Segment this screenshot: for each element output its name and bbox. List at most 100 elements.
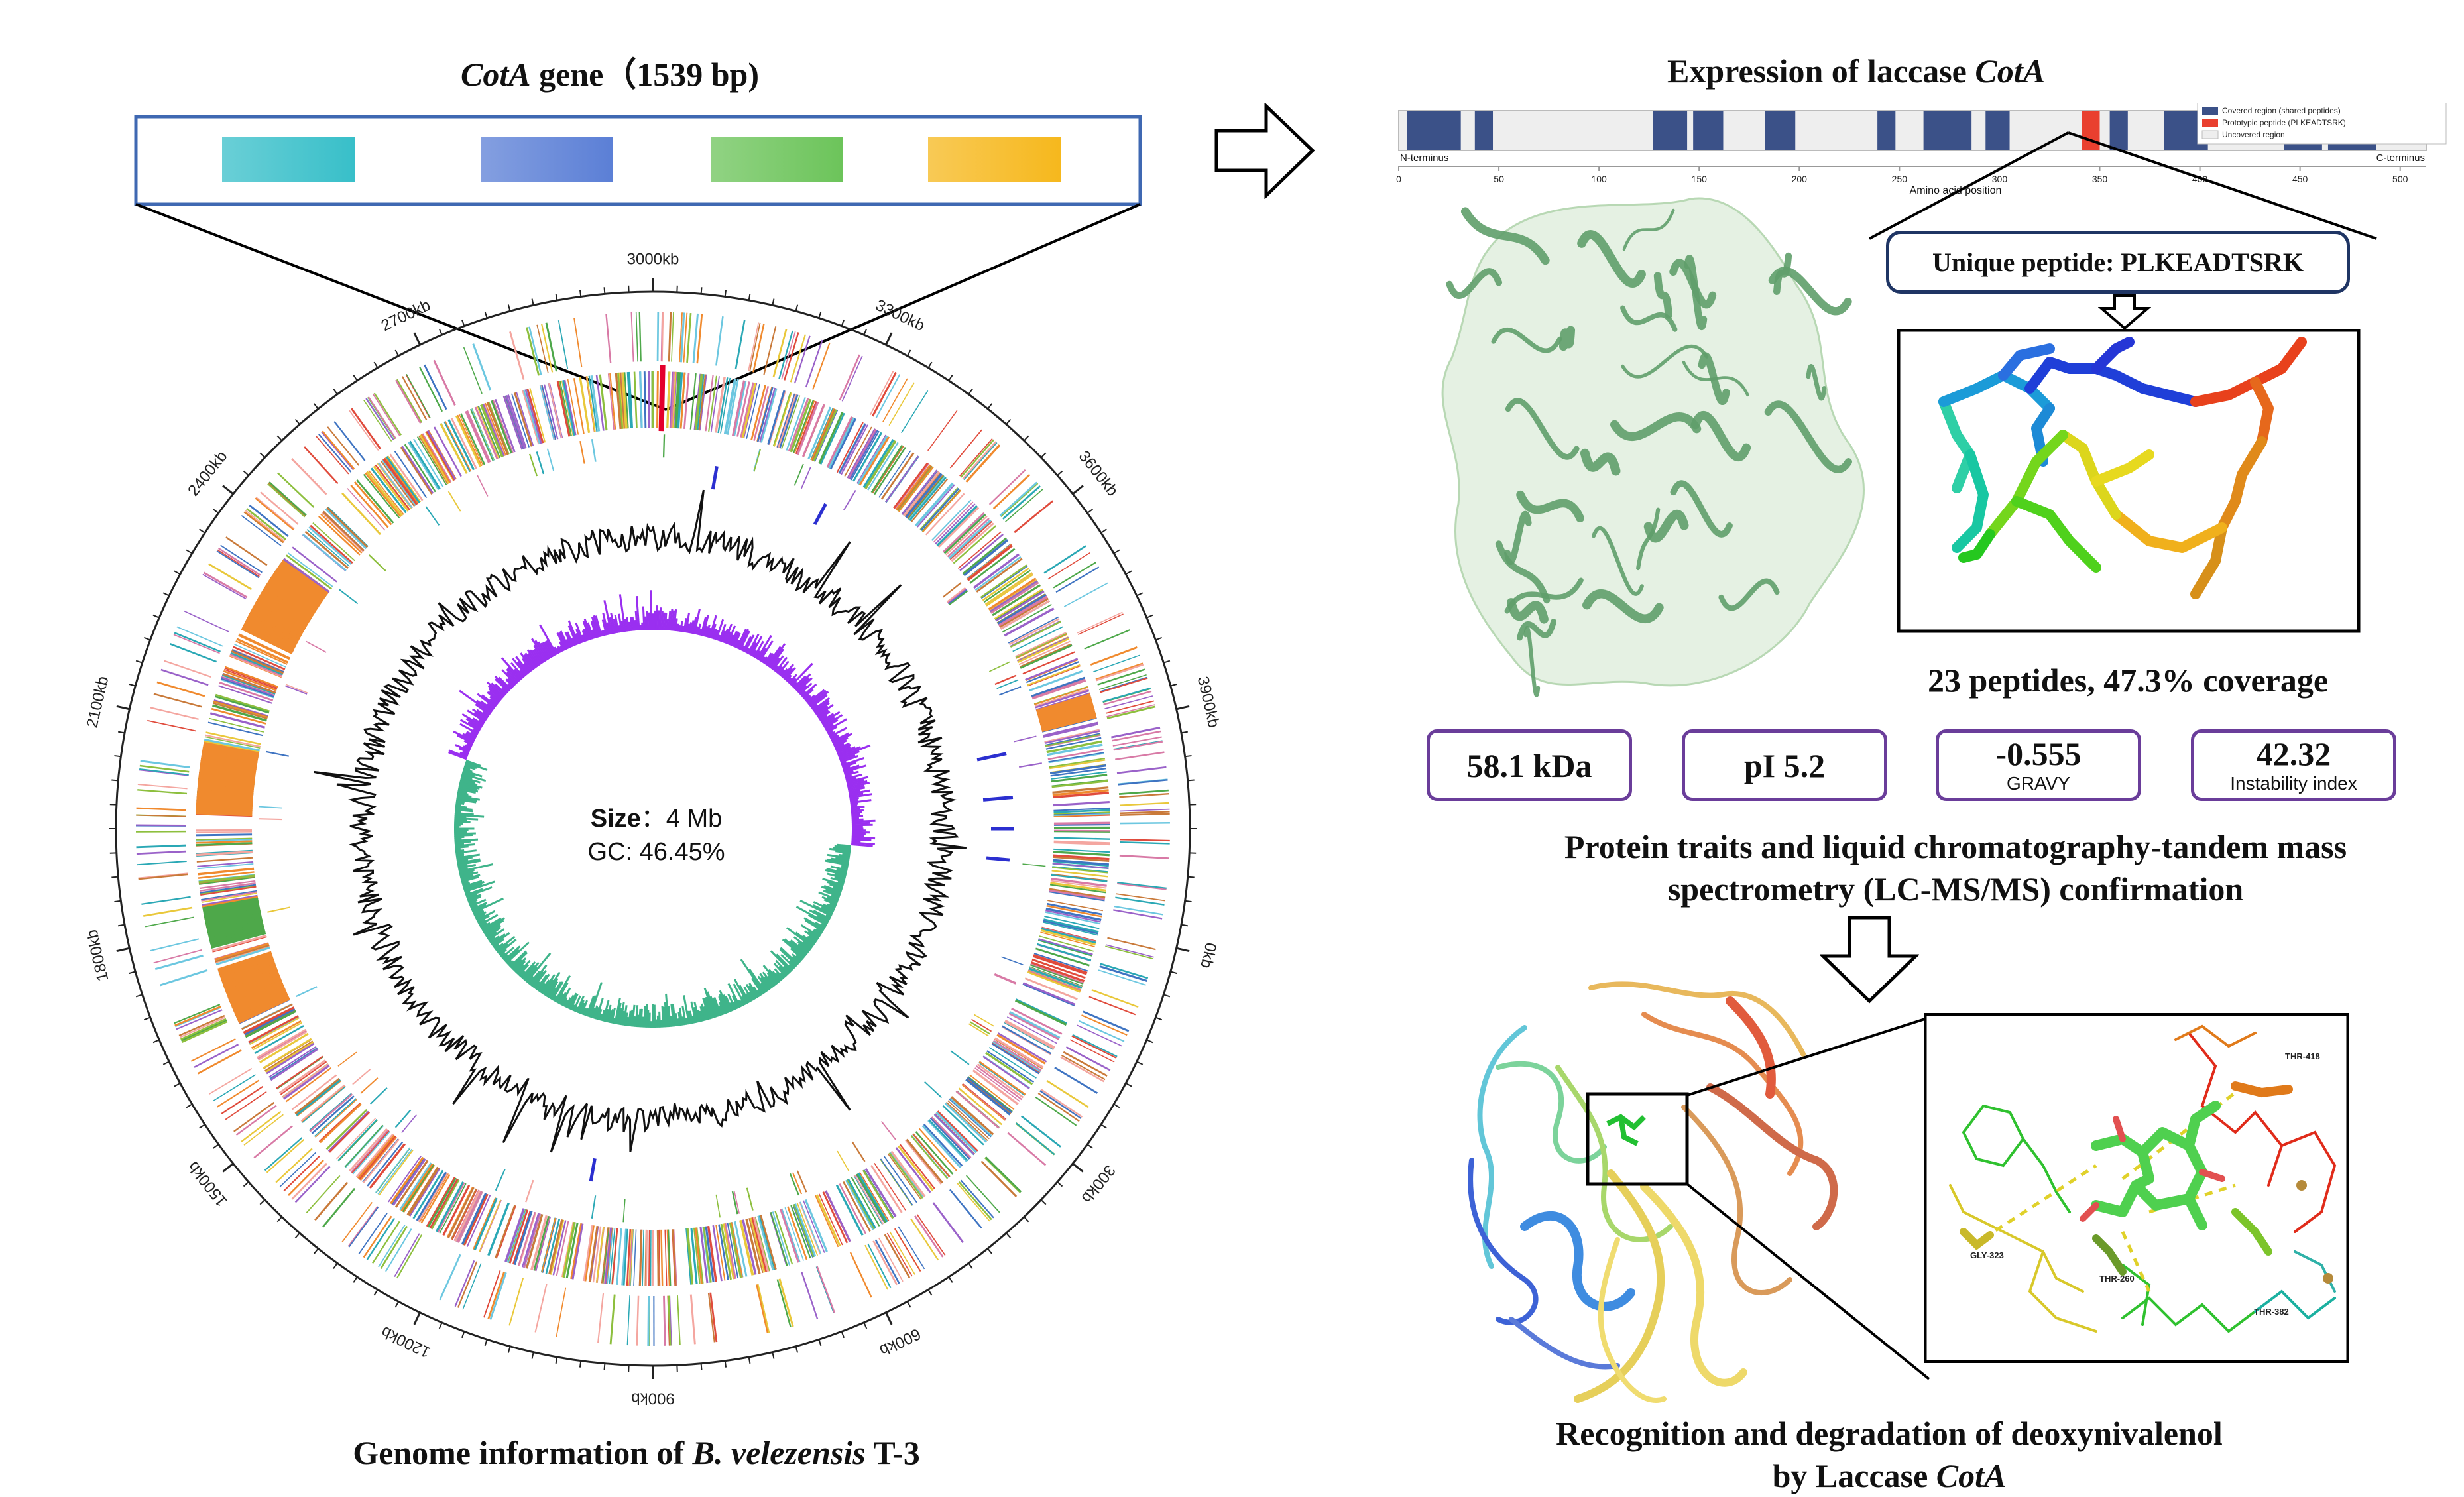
gc-skew-bar bbox=[639, 1009, 640, 1027]
gene-feature bbox=[793, 400, 813, 453]
gene-feature bbox=[322, 512, 363, 552]
gene-feature bbox=[915, 1216, 943, 1257]
axis-tick bbox=[1171, 971, 1177, 973]
gene-feature bbox=[221, 678, 274, 697]
gene-feature bbox=[496, 1169, 505, 1191]
gene-feature bbox=[306, 1175, 339, 1213]
gene-feature bbox=[137, 851, 186, 854]
gene-feature bbox=[648, 1296, 649, 1346]
gene-feature bbox=[196, 852, 253, 855]
position-label: 300kb bbox=[1078, 1162, 1119, 1207]
gene-feature bbox=[874, 1163, 906, 1210]
expression-title-italic: CotA bbox=[1975, 52, 2045, 90]
axis-tick bbox=[908, 350, 911, 356]
covered-region bbox=[1475, 111, 1493, 150]
axis-tick bbox=[295, 1233, 300, 1238]
axis-tick bbox=[1057, 1182, 1063, 1187]
gene-feature bbox=[851, 1252, 872, 1297]
gene-feature bbox=[259, 807, 282, 808]
gc-skew-bar bbox=[643, 607, 644, 630]
gene-feature bbox=[661, 1230, 662, 1286]
gene-feature bbox=[780, 1279, 793, 1327]
down-arrow-small-icon bbox=[2098, 294, 2151, 330]
gene-feature bbox=[225, 1092, 266, 1120]
axis-tick bbox=[928, 362, 931, 368]
axis-tick bbox=[485, 1339, 487, 1346]
axis-tick bbox=[968, 389, 972, 394]
gene-feature bbox=[530, 454, 537, 476]
axis-tick bbox=[580, 290, 581, 296]
axis-tick bbox=[223, 486, 233, 494]
gene-feature bbox=[968, 545, 1012, 580]
gene-feature bbox=[296, 987, 318, 996]
axis-tick bbox=[414, 1313, 420, 1325]
gene-feature bbox=[669, 312, 671, 361]
gene-feature bbox=[1114, 741, 1163, 750]
gene-feature bbox=[981, 1162, 1016, 1197]
gene-feature bbox=[592, 439, 595, 462]
gene-feature bbox=[573, 1224, 583, 1280]
gene-feature bbox=[234, 1103, 274, 1132]
axis-tick bbox=[1024, 1217, 1029, 1221]
axis-tick bbox=[333, 389, 337, 394]
position-label: 1200kb bbox=[379, 1323, 434, 1361]
gc-skew-bar bbox=[455, 843, 464, 844]
gc-skew-bar bbox=[656, 605, 657, 630]
gene-feature bbox=[959, 1182, 992, 1220]
gene-feature bbox=[637, 1296, 638, 1346]
gene-feature bbox=[455, 1260, 475, 1306]
gene-feature bbox=[1117, 884, 1166, 890]
gene-feature bbox=[1107, 938, 1155, 950]
gene-feature bbox=[361, 1078, 378, 1093]
gene-feature bbox=[1118, 780, 1168, 784]
gene-feature bbox=[477, 475, 488, 496]
gene-feature bbox=[1063, 1052, 1107, 1076]
axis-tick bbox=[1126, 1083, 1132, 1087]
residue-label-gly323: GLY-323 bbox=[1970, 1250, 2004, 1260]
trait-box-mass: 58.1 kDa bbox=[1427, 729, 1632, 801]
gene-feature bbox=[150, 939, 199, 951]
axis-tick bbox=[886, 333, 892, 345]
axis-tick bbox=[725, 1361, 726, 1368]
gene-feature bbox=[890, 1232, 915, 1275]
gc-skew-bar bbox=[852, 837, 875, 839]
axis-tick bbox=[144, 1018, 150, 1020]
gene-feature bbox=[426, 507, 439, 526]
axis-tick bbox=[353, 375, 357, 381]
gene-feature bbox=[1053, 852, 1110, 855]
gene-feature bbox=[1052, 781, 1108, 787]
axis-tick bbox=[772, 299, 774, 306]
gene-feature bbox=[154, 694, 202, 707]
gene-feature bbox=[933, 1203, 963, 1242]
axis-tick bbox=[1101, 1124, 1106, 1128]
axis-tick bbox=[1114, 550, 1120, 553]
gene-feature bbox=[160, 970, 207, 985]
gene-feature bbox=[748, 322, 758, 371]
trait-instability-sub: Instability index bbox=[2194, 772, 2393, 795]
axis-tick bbox=[949, 1277, 953, 1282]
unique-peptide-label: Unique peptide: PLKEADTSRK bbox=[1932, 247, 2304, 277]
gene-feature bbox=[339, 589, 358, 603]
axis-tick bbox=[968, 1263, 972, 1268]
gene-feature bbox=[634, 1229, 636, 1286]
axis-tick bbox=[1181, 925, 1188, 926]
gene-feature bbox=[801, 1272, 817, 1319]
docking-caption: Recognition and degradation of deoxyniva… bbox=[1458, 1412, 2320, 1497]
gene-feature bbox=[322, 432, 353, 470]
gene-feature bbox=[964, 443, 997, 480]
gene-feature bbox=[139, 874, 188, 879]
position-label: 3000kb bbox=[627, 250, 679, 268]
axis-tick bbox=[1126, 571, 1132, 574]
docking-zoom-lines bbox=[1684, 1014, 1936, 1386]
covered-region bbox=[1407, 111, 1461, 150]
axis-tick bbox=[1041, 453, 1045, 457]
axis-tick bbox=[223, 1164, 233, 1171]
gene-feature bbox=[994, 974, 1016, 983]
gene-feature bbox=[778, 1280, 791, 1327]
gene-feature bbox=[634, 372, 636, 428]
gene-feature bbox=[1016, 632, 1067, 656]
coverage-tick-label: 200 bbox=[1792, 174, 1808, 184]
axis-tick bbox=[186, 1104, 192, 1107]
gene-feature bbox=[536, 1284, 547, 1333]
gene-feature bbox=[491, 1272, 506, 1319]
